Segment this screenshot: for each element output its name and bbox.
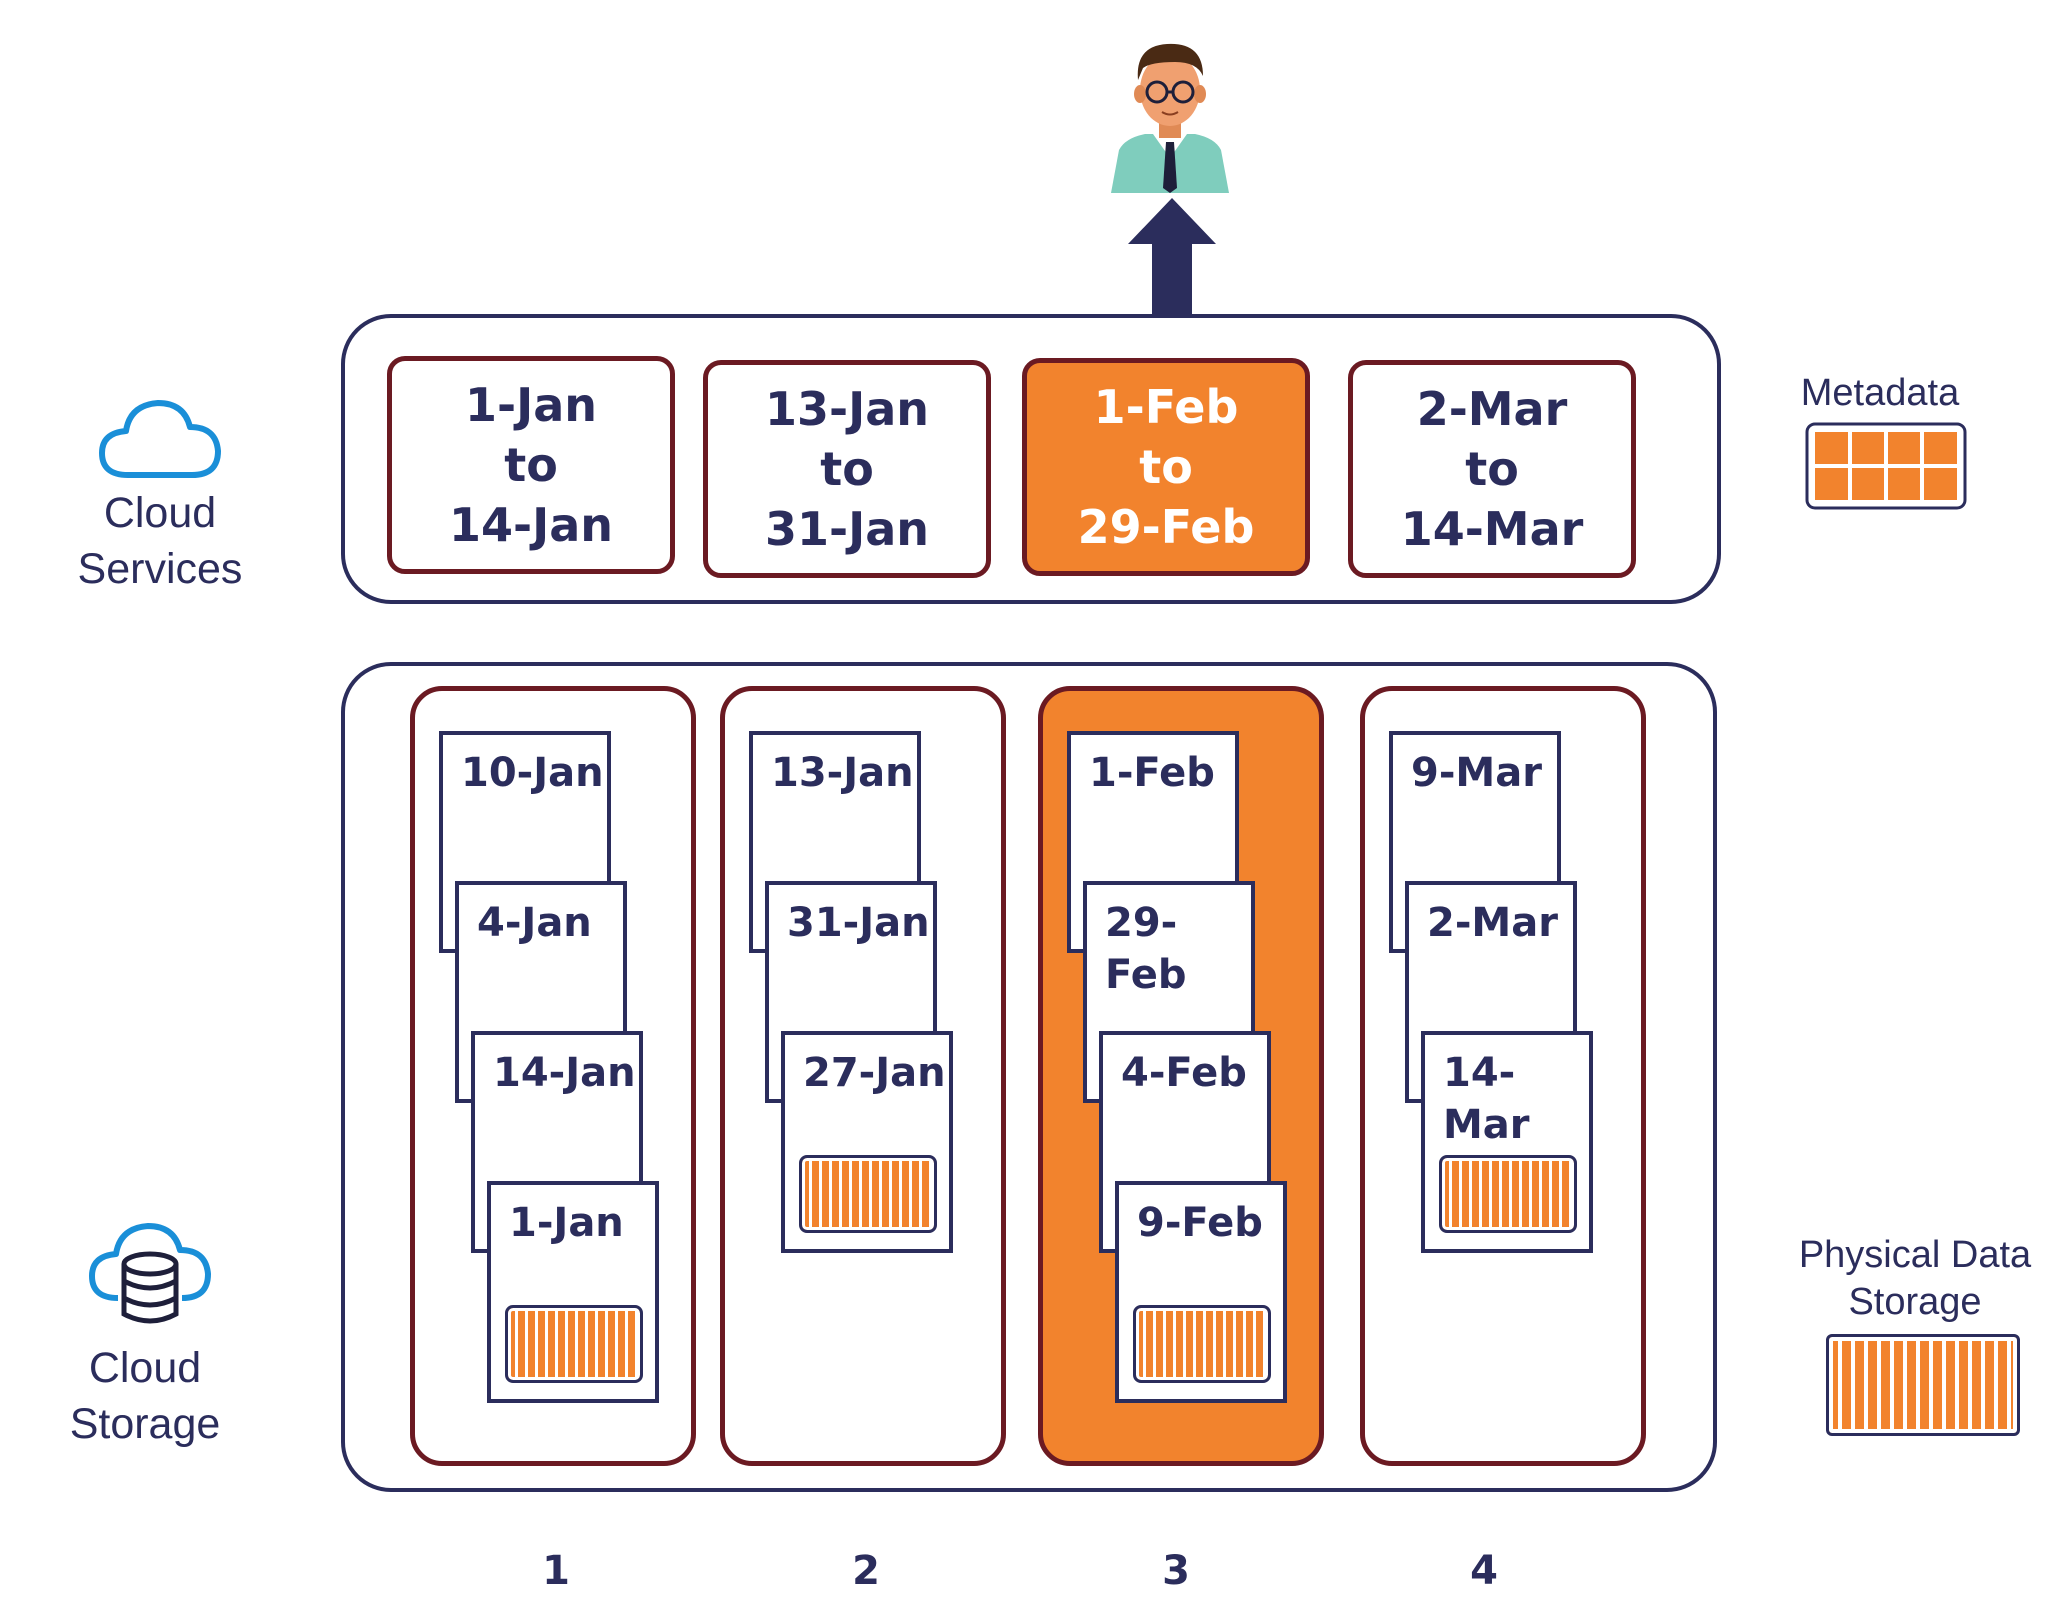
range-end: 29-Feb [1077,500,1255,554]
range-to: to [820,442,874,496]
file-date: 14-Jan [493,1050,636,1096]
range-start: 2-Mar [1416,382,1568,436]
metadata-range-card-selected[interactable]: 1-Feb to 29-Feb [1022,358,1310,576]
range-end: 31-Jan [764,502,929,556]
range-start: 1-Jan [464,378,597,432]
range-to: to [1465,442,1519,496]
range-start: 1-Feb [1093,380,1239,434]
file-date: 27-Jan [803,1050,946,1096]
file-card[interactable]: 9-Feb [1115,1181,1287,1403]
cloud-database-icon [89,1223,211,1324]
metadata-range-card[interactable]: 2-Mar to 14-Mar [1348,360,1636,578]
partition-number: 1 [542,1548,570,1594]
partition-number: 2 [852,1548,880,1594]
cloud-icon [99,400,221,478]
physical-storage-legend-block [1826,1334,2020,1436]
file-date: 14-Mar [1443,1050,1530,1148]
file-date: 9-Mar [1411,750,1542,796]
file-date: 13-Jan [771,750,914,796]
range-to: to [1139,440,1193,494]
user-icon [1111,43,1229,193]
file-date: 1-Feb [1089,750,1215,796]
file-card[interactable]: 1-Jan [487,1181,659,1403]
range-start: 13-Jan [764,382,929,436]
cloud-services-label: Cloud Services [77,489,243,593]
file-date: 29- Feb [1105,900,1187,998]
partition-column-1[interactable]: 10-Jan 4-Jan 14-Jan 1-Jan [410,686,696,1466]
physical-storage-legend-label: Physical Data Storage [1798,1234,2032,1323]
range-end: 14-Mar [1400,502,1584,556]
file-card[interactable]: 27-Jan [781,1031,953,1253]
range-end: 14-Jan [448,498,613,552]
physical-data-block [1133,1305,1271,1383]
physical-data-block [505,1305,643,1383]
physical-data-block [1439,1155,1577,1233]
file-card[interactable]: 14-Mar [1421,1031,1593,1253]
partition-number: 4 [1470,1548,1498,1594]
file-date: 10-Jan [461,750,604,796]
metadata-grid-icon [1805,422,1967,510]
file-date: 31-Jan [787,900,930,946]
partition-column-3-selected[interactable]: 1-Feb 29- Feb 4-Feb 9-Feb [1038,686,1324,1466]
partition-column-2[interactable]: 13-Jan 31-Jan 27-Jan [720,686,1006,1466]
metadata-legend-label: Metadata [1800,372,1960,414]
file-date: 1-Jan [509,1200,624,1246]
partition-number: 3 [1162,1548,1190,1594]
partition-column-4[interactable]: 9-Mar 2-Mar 14-Mar [1360,686,1646,1466]
file-date: 4-Feb [1121,1050,1247,1096]
metadata-range-card[interactable]: 13-Jan to 31-Jan [703,360,991,578]
up-arrow-icon [1128,198,1216,344]
physical-data-block [799,1155,937,1233]
file-date: 4-Jan [477,900,592,946]
metadata-range-card[interactable]: 1-Jan to 14-Jan [387,356,675,574]
file-date: 9-Feb [1137,1200,1263,1246]
cloud-storage-label: Cloud Storage [69,1344,221,1448]
file-date: 2-Mar [1427,900,1558,946]
range-to: to [504,438,558,492]
